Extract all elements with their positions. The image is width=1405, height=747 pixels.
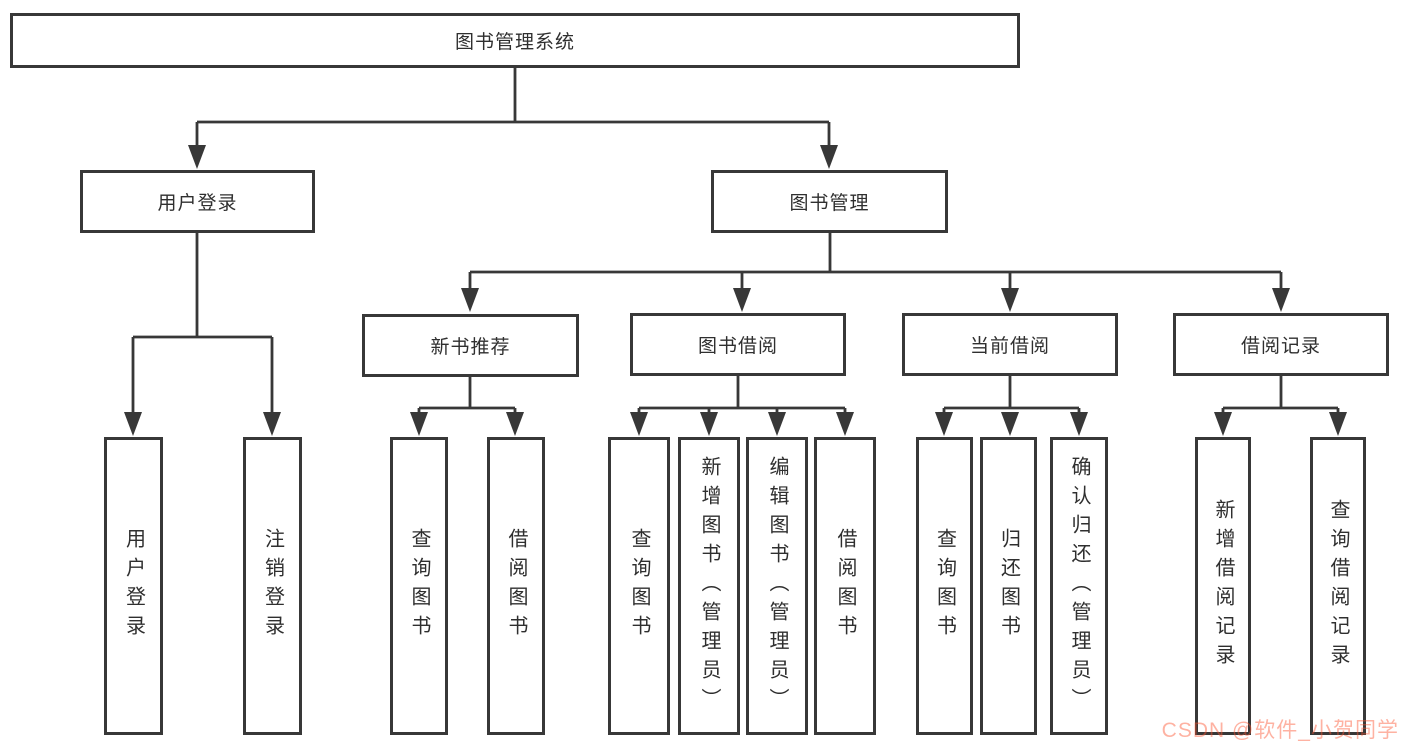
node-new-book-recommendation: 新书推荐 <box>362 314 579 377</box>
connector-current-borrow-children <box>935 376 1088 436</box>
leaf-borrow-books: 借阅图书 <box>814 437 876 735</box>
node-book-borrowing: 图书借阅 <box>630 313 846 376</box>
leaf-add-book-admin: 新增图书（管理员） <box>678 437 740 735</box>
connector-new-book-children <box>410 377 524 436</box>
leaf-add-borrow-record: 新增借阅记录 <box>1195 437 1251 735</box>
connector-root-to-level1 <box>188 68 838 169</box>
leaf-confirm-return-admin: 确认归还（管理员） <box>1050 437 1108 735</box>
leaf-edit-book-admin: 编辑图书（管理员） <box>746 437 808 735</box>
node-borrowing-records: 借阅记录 <box>1173 313 1389 376</box>
node-library-management-system: 图书管理系统 <box>10 13 1020 68</box>
csdn-watermark: CSDN @软件_小贺同学 <box>1161 719 1399 742</box>
leaf-return-books: 归还图书 <box>980 437 1037 735</box>
node-user-login: 用户登录 <box>80 170 315 233</box>
leaf-query-books-current: 查询图书 <box>916 437 973 735</box>
leaf-query-books-recommend: 查询图书 <box>390 437 448 735</box>
leaf-borrow-books-recommend: 借阅图书 <box>487 437 545 735</box>
connector-book-borrow-children <box>630 376 854 436</box>
connector-user-login-children <box>124 233 281 436</box>
leaf-logout: 注销登录 <box>243 437 302 735</box>
connector-book-management-children <box>461 233 1290 312</box>
connector-borrow-records-children <box>1214 376 1347 436</box>
leaf-user-login: 用户登录 <box>104 437 163 735</box>
leaf-query-books-borrow: 查询图书 <box>608 437 670 735</box>
node-current-borrowing: 当前借阅 <box>902 313 1118 376</box>
node-book-management: 图书管理 <box>711 170 948 233</box>
leaf-query-borrow-record: 查询借阅记录 <box>1310 437 1366 735</box>
